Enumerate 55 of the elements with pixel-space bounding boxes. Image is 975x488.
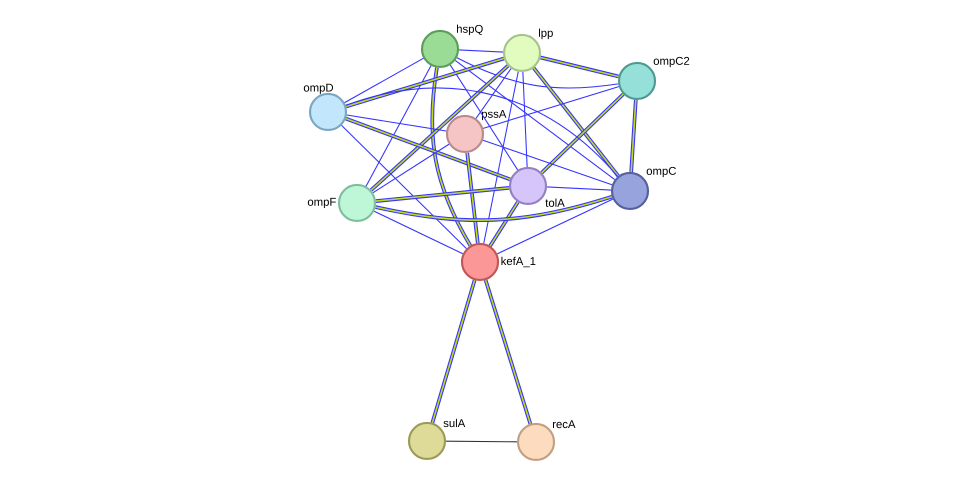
network-edge — [375, 194, 612, 222]
network-edge — [454, 60, 616, 180]
network-edge — [459, 49, 503, 53]
network-edge — [345, 116, 511, 182]
network-edge — [346, 56, 504, 108]
network-edge — [346, 114, 446, 132]
protein-node: pssA — [446, 110, 506, 154]
network-edge — [376, 186, 510, 203]
network-edge — [483, 86, 619, 129]
network-edge — [497, 198, 613, 254]
network-edge — [446, 440, 517, 442]
network-edge — [366, 66, 432, 186]
protein-node: tolA — [508, 166, 565, 207]
node-label: tolA — [545, 198, 565, 207]
protein-node: ompF — [308, 184, 376, 222]
network-edge — [482, 140, 612, 186]
node-label: kefA_1 — [501, 256, 536, 268]
node-label: sulA — [444, 418, 466, 428]
node-label: lpp — [538, 28, 553, 40]
network-edge — [374, 210, 464, 254]
network-edge — [372, 144, 450, 194]
node-label: ompC — [646, 166, 676, 178]
network-edge — [547, 186, 611, 191]
node-label: hspQ — [457, 24, 483, 36]
protein-node: hspQ — [420, 24, 483, 68]
network-edge — [540, 92, 625, 174]
network-edge — [488, 201, 520, 247]
protein-node: ompC — [610, 166, 676, 210]
network-edge — [346, 88, 618, 177]
network-edge — [484, 280, 532, 424]
network-edge — [540, 56, 619, 78]
network-edge — [476, 68, 512, 119]
node-label: ompF — [308, 198, 336, 208]
network-edge — [450, 64, 518, 170]
node-label: pssA — [482, 110, 506, 120]
network-edge — [483, 72, 519, 244]
protein-node: kefA_1 — [460, 242, 536, 282]
network-edge — [430, 280, 476, 424]
network-edge — [344, 58, 424, 104]
protein-node: ompC2 — [618, 56, 690, 100]
node-label: recA — [552, 420, 576, 428]
network-edge — [532, 66, 620, 178]
network-edge — [465, 152, 480, 244]
network-edge — [629, 100, 638, 172]
protein-node: ompD — [304, 84, 348, 132]
node-label: ompD — [304, 84, 334, 94]
network-edge — [341, 125, 467, 249]
network-edge — [522, 72, 528, 167]
protein-node: lpp — [502, 28, 553, 72]
network-edge — [430, 68, 472, 246]
node-label: ompC2 — [654, 56, 690, 68]
network-edge — [370, 64, 510, 192]
protein-node: recA — [516, 420, 576, 462]
protein-node: sulA — [408, 418, 466, 460]
network-edge — [456, 57, 618, 89]
